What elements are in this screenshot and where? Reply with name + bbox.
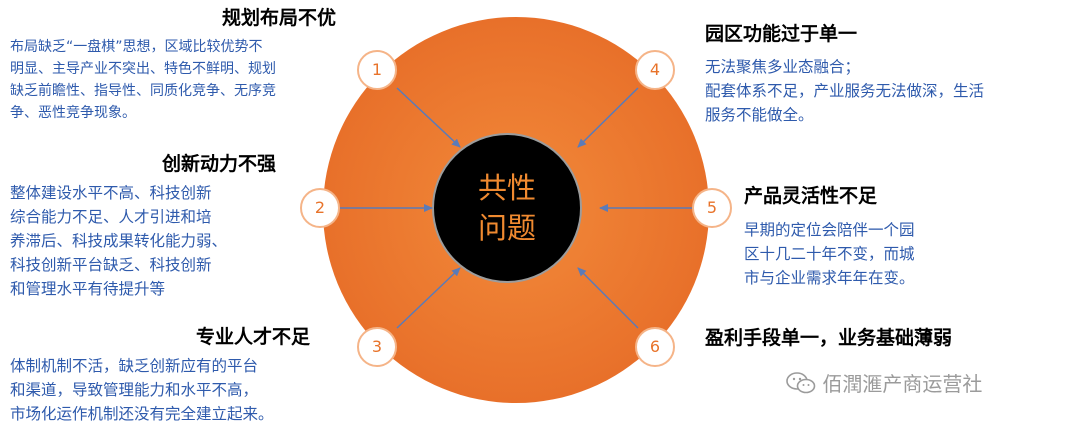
number-circle-5 <box>692 188 732 228</box>
item-2-line: 养滞后、科技成果转化能力弱、 <box>10 232 228 250</box>
arrow-1 <box>396 87 461 148</box>
item-5-title: 产品灵活性不足 <box>744 185 878 207</box>
item-5-description: 早期的定位会陪伴一个园 区十几二十年不变，而城 市与企业需求年年在变。 <box>744 218 915 290</box>
arrow-4 <box>577 87 639 148</box>
arrow-3 <box>396 267 461 329</box>
item-5-line: 早期的定位会陪伴一个园 <box>744 221 915 239</box>
number-1: 1 <box>371 60 383 79</box>
number-circle-2 <box>300 188 340 228</box>
item-1-line: 争、恶性竞争现象。 <box>10 105 136 121</box>
item-2-line: 整体建设水平不高、科技创新 <box>10 184 212 202</box>
item-3-description: 体制机制不活，缺乏创新应有的平台 和渠道，导致管理能力和水平不高， 市场化运作机… <box>10 354 274 426</box>
item-4-line: 配套体系不足，产业服务无法做深，生活 <box>705 82 985 100</box>
number-circle-3 <box>357 327 397 367</box>
item-3-line: 体制机制不活，缺乏创新应有的平台 <box>10 357 259 375</box>
item-4-title: 园区功能过于单一 <box>705 23 858 45</box>
number-4: 4 <box>649 60 661 79</box>
item-5-line: 区十几二十年不变，而城 <box>744 245 915 263</box>
number-3: 3 <box>371 337 383 356</box>
item-1-line: 缺乏前瞻性、指导性、同质化竞争、无序竞 <box>10 83 276 99</box>
item-6-title: 盈利手段单一，业务基础薄弱 <box>705 327 953 349</box>
watermark: 佰潤滙产商运营社 <box>786 368 982 399</box>
item-3-line: 市场化运作机制还没有完全建立起来。 <box>10 405 274 423</box>
item-2-line: 和管理水平有待提升等 <box>10 280 166 298</box>
center-label-line-1: 共性 <box>477 171 536 205</box>
item-4-description: 无法聚焦多业态融合； 配套体系不足，产业服务无法做深，生活 服务不能做全。 <box>705 55 984 127</box>
number-6: 6 <box>649 337 661 356</box>
item-1-line: 明显、主导产业不突出、特色不鲜明、规划 <box>10 61 276 77</box>
wechat-icon <box>786 372 816 399</box>
item-2-line: 科技创新平台缺乏、科技创新 <box>10 256 212 274</box>
item-4-line: 服务不能做全。 <box>705 106 814 124</box>
inner-circle <box>432 133 582 283</box>
number-circle-6 <box>635 327 675 367</box>
watermark-text: 佰潤滙产商运营社 <box>822 372 983 396</box>
number-5: 5 <box>706 198 718 217</box>
number-2: 2 <box>314 198 326 217</box>
arrow-6 <box>577 267 639 329</box>
item-3-line: 和渠道，导致管理能力和水平不高， <box>10 381 259 399</box>
item-1-title: 规划布局不优 <box>222 7 337 29</box>
number-circle-1 <box>357 50 397 90</box>
item-1-description: 布局缺乏“一盘棋”思想，区域比较优势不 明显、主导产业不突出、特色不鲜明、规划 … <box>10 36 276 124</box>
number-circle-4 <box>635 50 675 90</box>
item-5-line: 市与企业需求年年在变。 <box>744 269 915 287</box>
center-label: 共性 问题 <box>447 168 567 248</box>
item-2-description: 整体建设水平不高、科技创新 综合能力不足、人才引进和培 养滞后、科技成果转化能力… <box>10 181 227 301</box>
item-1-line: 布局缺乏“一盘棋”思想，区域比较优势不 <box>10 39 263 55</box>
item-2-title: 创新动力不强 <box>162 153 277 175</box>
item-3-title: 专业人才不足 <box>196 326 311 348</box>
center-label-line-2: 问题 <box>477 211 536 245</box>
item-2-line: 综合能力不足、人才引进和培 <box>10 208 212 226</box>
item-4-line: 无法聚焦多业态融合； <box>705 58 861 76</box>
